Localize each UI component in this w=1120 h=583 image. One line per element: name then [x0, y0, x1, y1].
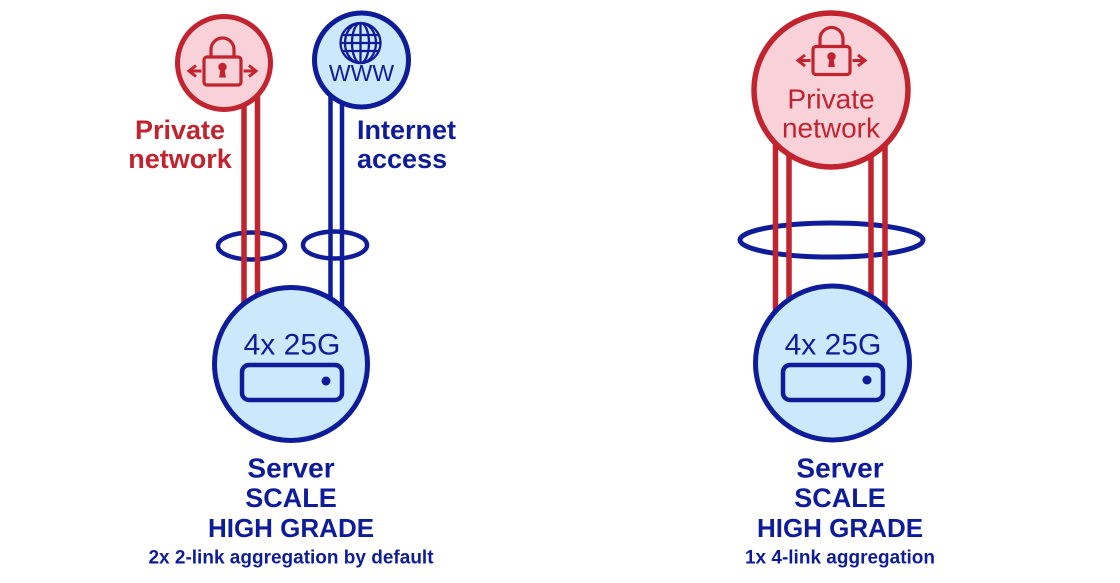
server-chassis-icon — [239, 362, 345, 403]
private-network-label-line2: network — [782, 113, 881, 144]
server-capacity-label: 4x 25G — [785, 329, 882, 362]
server-chassis-icon — [780, 362, 886, 403]
private-network-label-line1: Private — [135, 115, 225, 145]
aggregation-note-label: 1x 4-link aggregation — [745, 548, 935, 569]
server-range-label: SCALE — [794, 483, 886, 513]
aggregation-ellipse-all-links — [737, 220, 926, 260]
left-diagram: Private network WWW Internet access 4x 2… — [128, 10, 456, 569]
private-network-node — [751, 10, 911, 170]
internet-access-label-line1: Internet — [357, 115, 456, 145]
aggregation-ellipse-private — [215, 230, 288, 262]
aggregation-note-label: 2x 2-link aggregation by default — [148, 548, 434, 569]
server-led-dot — [862, 375, 872, 385]
private-network-label-line2: network — [128, 144, 233, 174]
private-network-label-line1: Private — [787, 84, 874, 115]
private-network-node — [175, 14, 273, 112]
server-name-label: Server — [796, 453, 883, 484]
right-diagram: Private network 4x 25G Server SCALE HIGH… — [737, 10, 935, 569]
aggregation-ellipse-internet — [300, 229, 370, 261]
internet-access-label-line2: access — [357, 144, 447, 174]
server-name-label: Server — [247, 453, 334, 484]
www-label: WWW — [329, 60, 394, 86]
server-grade-label: HIGH GRADE — [208, 513, 374, 543]
server-range-label: SCALE — [245, 483, 337, 513]
server-capacity-label: 4x 25G — [244, 329, 341, 362]
globe-icon — [339, 21, 382, 65]
server-grade-label: HIGH GRADE — [757, 513, 923, 543]
server-led-dot — [321, 376, 331, 386]
